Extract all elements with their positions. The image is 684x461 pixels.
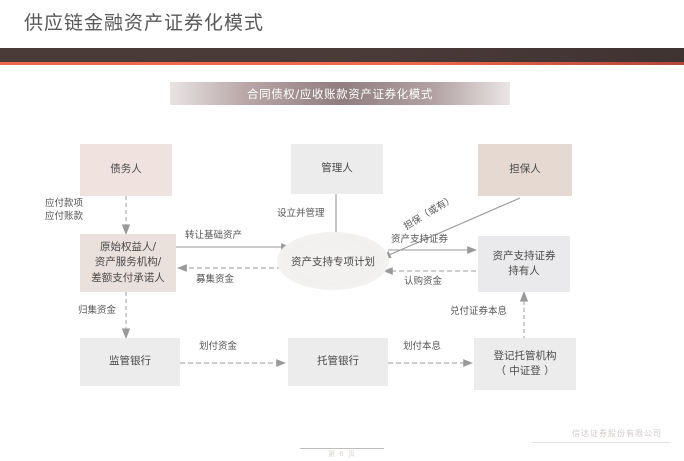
node-regulator-bank[interactable]: 监管银行 [80, 338, 180, 386]
diagram-banner: 合同债权/应收账款资产证券化模式 [170, 82, 510, 105]
edge-label-transfer-pi: 划付本息 [403, 341, 442, 352]
edge-label-raise-funds: 募集资金 [196, 274, 235, 285]
edge-label-collect-funds: 归集资金 [78, 305, 117, 316]
edge-label-abs-securities: 资产支持证券 [391, 234, 449, 245]
node-custodian-bank[interactable]: 托管银行 [288, 338, 388, 386]
diagram-banner-label: 合同债权/应收账款资产证券化模式 [247, 86, 433, 101]
node-manager[interactable]: 管理人 [291, 144, 383, 194]
node-spv[interactable]: 资产支持专项计划 [277, 232, 389, 290]
header-accent-rule [0, 62, 684, 65]
footer-page-number: 第 6 页 [328, 450, 356, 458]
node-originator-label: 原始权益人/资产服务机构/差额支付承诺人 [91, 241, 165, 284]
node-debtor-label: 债务人 [110, 163, 142, 176]
edge-label-transfer-assets: 转让基础资产 [185, 230, 243, 241]
node-debtor[interactable]: 债务人 [80, 144, 172, 196]
diagram-canvas: 债务人 原始权益人/资产服务机构/差额支付承诺人 管理人 资产支持专项计划 担保… [0, 110, 684, 430]
header-bar [0, 48, 684, 62]
edge-label-transfer-money: 划付资金 [199, 341, 238, 352]
footer-center-divider [300, 448, 384, 449]
edge-label-payables: 应付款项应付账款 [45, 198, 84, 222]
edge-label-setup-manage: 设立并管理 [277, 208, 325, 219]
footer-divider [532, 442, 670, 443]
node-regulator-bank-label: 监管银行 [109, 355, 151, 368]
edge-guarantee-line [380, 197, 521, 259]
edge-label-pay-pi: 兑付证券本息 [450, 306, 508, 317]
node-registrar-label: 登记托管机构（ 中证登 ） [493, 349, 557, 377]
footer-brand: 信达证券股份有限公司 [572, 429, 662, 438]
page-title: 供应链金融资产证券化模式 [24, 12, 265, 34]
edge-label-subscribe-funds: 认购资金 [404, 276, 443, 287]
node-abs-holder[interactable]: 资产支持证券持有人 [478, 236, 570, 292]
node-guarantor-label: 担保人 [509, 163, 541, 176]
node-originator[interactable]: 原始权益人/资产服务机构/差额支付承诺人 [80, 234, 176, 292]
node-custodian-bank-label: 托管银行 [317, 355, 359, 368]
node-guarantor[interactable]: 担保人 [478, 144, 572, 196]
node-spv-label: 资产支持专项计划 [291, 255, 375, 268]
diagram-connectors [121, 194, 529, 367]
node-registrar[interactable]: 登记托管机构（ 中证登 ） [474, 338, 576, 390]
node-abs-holder-label: 资产支持证券持有人 [492, 249, 556, 277]
node-manager-label: 管理人 [321, 162, 353, 175]
